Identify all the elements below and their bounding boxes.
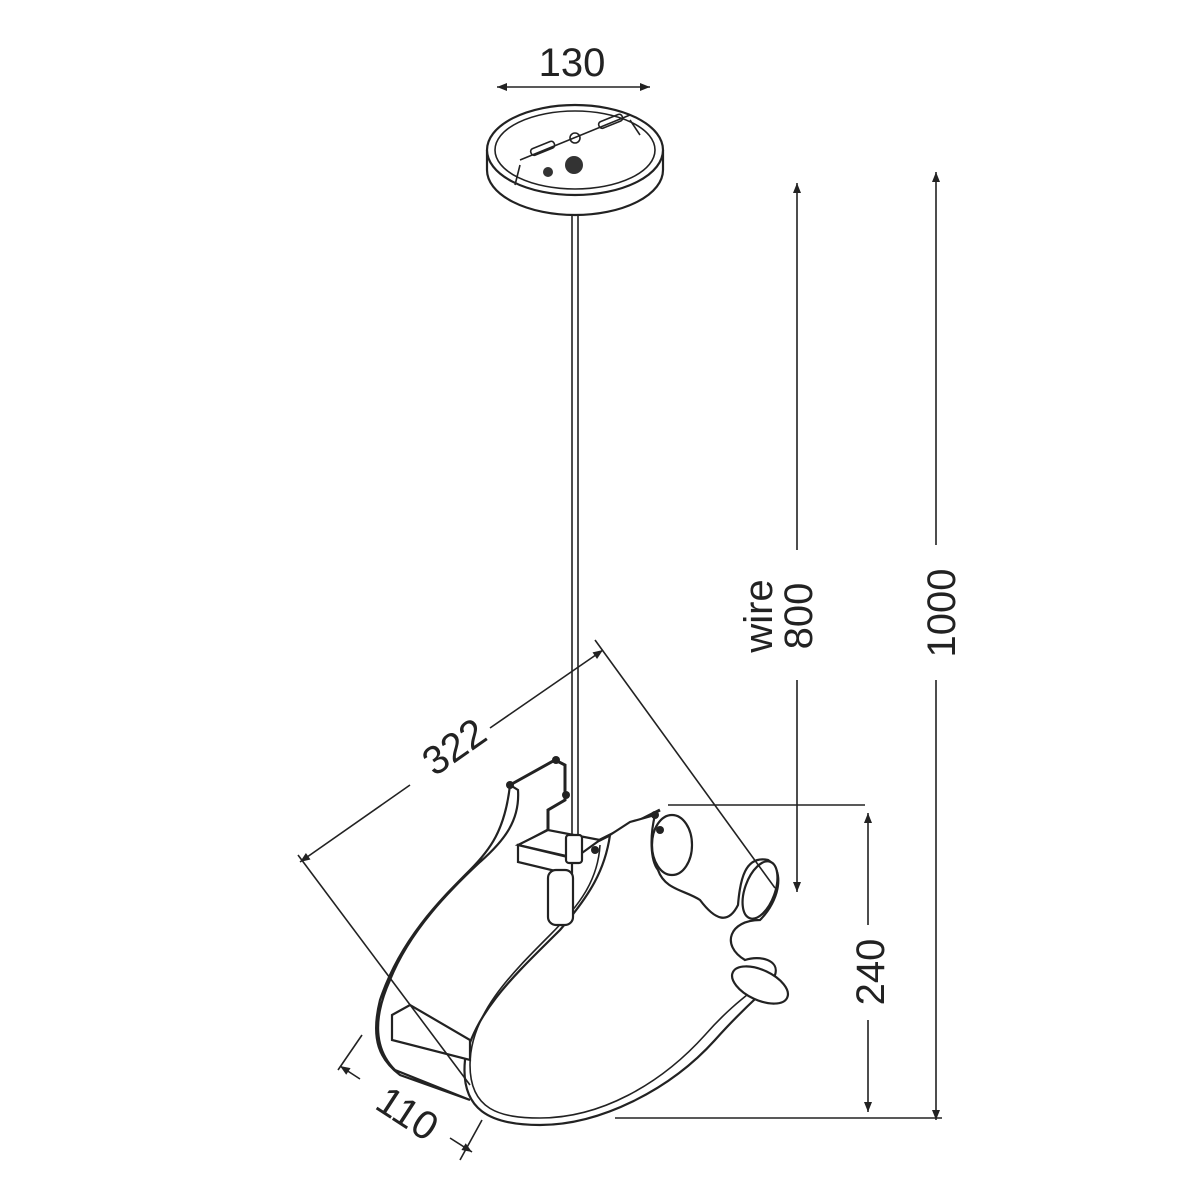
dimension-label-240: 240 bbox=[849, 939, 893, 1006]
dimension-lamp-height: 240 bbox=[668, 804, 893, 1112]
dimension-canopy-diameter: 130 bbox=[497, 41, 650, 91]
dimension-total-height: 1000 bbox=[615, 172, 964, 1120]
submarine-lamp bbox=[375, 756, 790, 1127]
dimension-label-130: 130 bbox=[539, 41, 606, 85]
dimension-label-800: 800 bbox=[777, 583, 821, 650]
suspension-wire bbox=[571, 214, 579, 835]
dimension-label-1000: 1000 bbox=[920, 569, 964, 658]
dimension-label-wire: wire bbox=[737, 579, 781, 653]
dimension-wire-length: wire 800 bbox=[737, 183, 821, 892]
dimension-label-110: 110 bbox=[368, 1078, 445, 1150]
dimension-label-322: 322 bbox=[415, 710, 495, 784]
ceiling-canopy bbox=[485, 103, 665, 217]
